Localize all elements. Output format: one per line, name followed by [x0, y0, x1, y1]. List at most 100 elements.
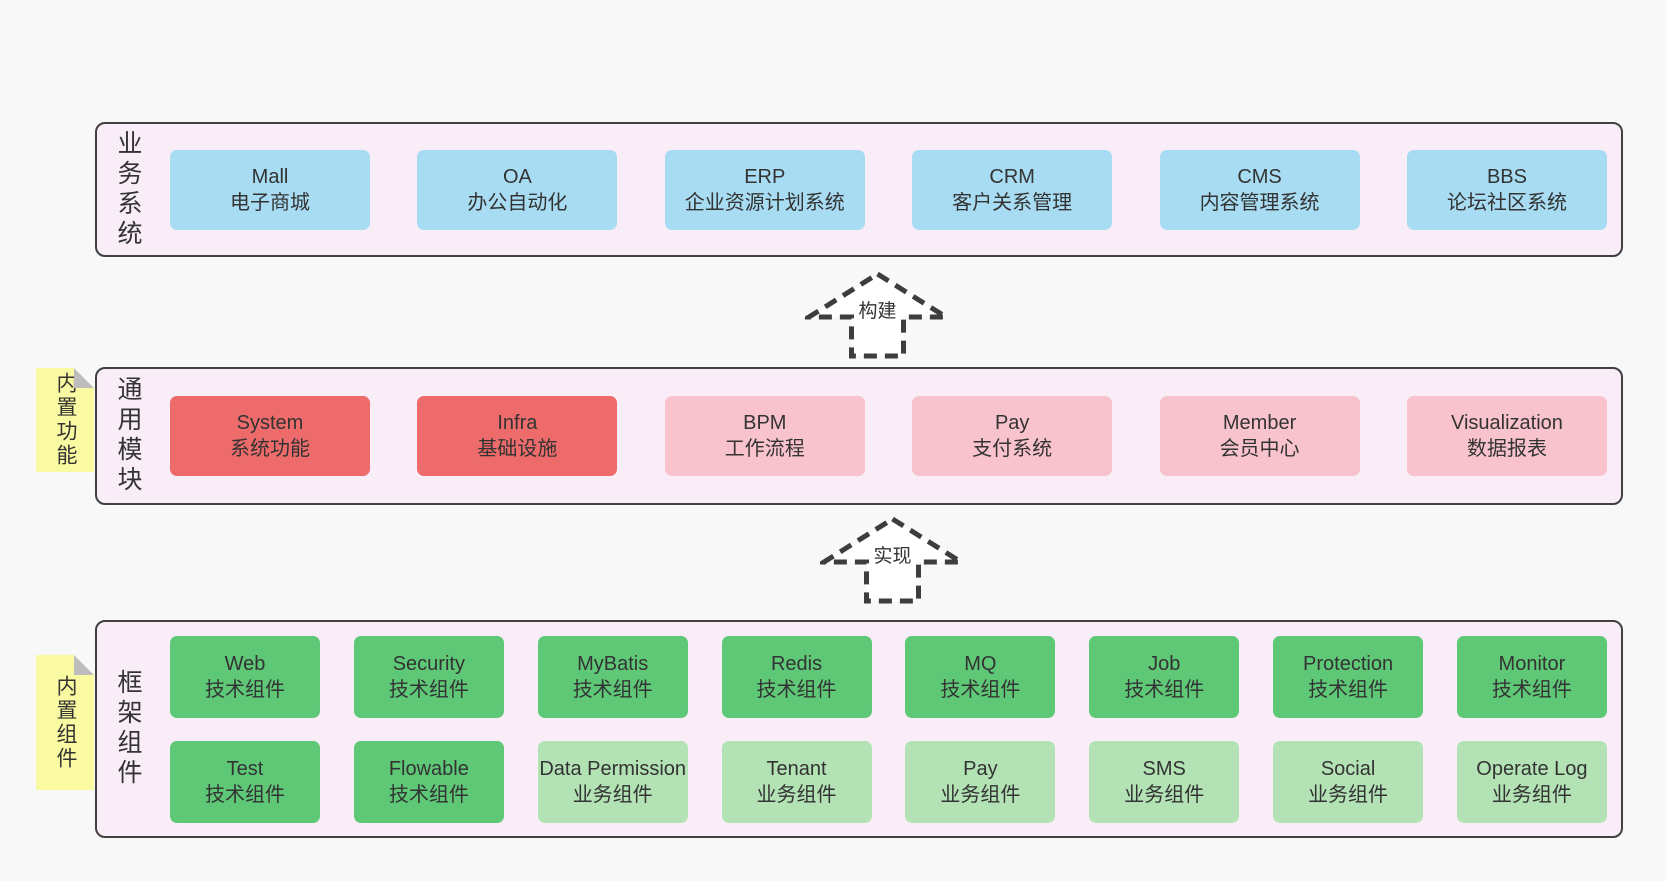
- box-name: Social: [1320, 757, 1376, 780]
- components-row-2: Test 技术组件 Flowable 技术组件 Data Permission …: [170, 740, 1607, 823]
- box-web: Web 技术组件: [170, 635, 320, 718]
- box-desc: 业务组件: [1491, 783, 1572, 806]
- sticky-note-built-in-components: 内置组件: [36, 655, 94, 790]
- folded-corner-icon: [74, 368, 94, 388]
- box-erp: ERP 企业资源计划系统: [664, 149, 865, 230]
- box-desc: 论坛社区系统: [1446, 191, 1567, 214]
- box-name: ERP: [744, 165, 786, 188]
- box-visualization: Visualization 数据报表: [1406, 396, 1607, 476]
- box-security: Security 技术组件: [353, 635, 504, 718]
- box-job: Job 技术组件: [1089, 635, 1240, 718]
- section-label-modules: 通用模块: [114, 376, 142, 496]
- box-desc: 技术组件: [205, 678, 285, 701]
- box-desc: 工作流程: [724, 438, 805, 460]
- box-bpm: BPM 工作流程: [664, 396, 865, 476]
- box-bbs: BBS 论坛社区系统: [1406, 149, 1607, 230]
- box-desc: 基础设施: [477, 438, 558, 460]
- box-infra: Infra 基础设施: [417, 396, 618, 476]
- box-name: Job: [1148, 652, 1181, 675]
- box-desc: 技术组件: [388, 678, 469, 701]
- box-flowable: Flowable 技术组件: [353, 740, 504, 823]
- box-desc: 技术组件: [1124, 678, 1205, 701]
- box-desc: 技术组件: [1491, 678, 1572, 701]
- section-label-components: 框架组件: [114, 669, 142, 789]
- arrow-build-label: 构建: [854, 296, 901, 323]
- box-member: Member 会员中心: [1159, 396, 1360, 476]
- box-desc: 业务组件: [756, 783, 837, 806]
- box-name: Monitor: [1498, 652, 1566, 675]
- sticky-note-built-in-features: 内置功能: [36, 368, 94, 472]
- box-name: System: [236, 412, 304, 434]
- box-desc: 业务组件: [1124, 783, 1205, 806]
- box-test: Test 技术组件: [170, 740, 320, 823]
- components-grid: Web 技术组件 Security 技术组件 MyBatis 技术组件 Redi…: [146, 622, 1621, 836]
- modules-row: System 系统功能 Infra 基础设施 BPM 工作流程 Pay 支付系统…: [146, 369, 1621, 503]
- box-oa: OA 办公自动化: [417, 149, 618, 230]
- box-name: Protection: [1303, 652, 1394, 675]
- box-desc: 企业资源计划系统: [684, 191, 845, 214]
- section-business-systems: 业务系统 Mall 电子商城 OA 办公自动化 ERP 企业资源计划系统 CRM…: [95, 122, 1623, 257]
- section-label-business: 业务系统: [114, 129, 142, 250]
- box-name: Data Permission: [539, 757, 687, 780]
- folded-corner-icon: [74, 655, 94, 675]
- box-desc: 数据报表: [1466, 438, 1547, 460]
- business-row: Mall 电子商城 OA 办公自动化 ERP 企业资源计划系统 CRM 客户关系…: [146, 124, 1621, 255]
- box-desc: 技术组件: [756, 678, 837, 701]
- box-operate-log: Operate Log 业务组件: [1456, 740, 1607, 823]
- box-social: Social 业务组件: [1273, 740, 1424, 823]
- box-name: Operate Log: [1476, 757, 1588, 780]
- box-name: Pay: [963, 757, 998, 780]
- box-name: CMS: [1237, 165, 1282, 188]
- box-name: SMS: [1142, 757, 1186, 780]
- box-data-permission: Data Permission 业务组件: [537, 740, 688, 823]
- box-crm: CRM 客户关系管理: [912, 149, 1113, 230]
- box-sms: SMS 业务组件: [1089, 740, 1240, 823]
- box-desc: 技术组件: [205, 783, 285, 806]
- section-framework-components: 框架组件 Web 技术组件 Security 技术组件 MyBatis 技术组件…: [95, 620, 1623, 838]
- box-desc: 技术组件: [572, 678, 653, 701]
- box-name: Pay: [994, 412, 1030, 434]
- box-desc: 会员中心: [1219, 438, 1300, 460]
- box-mq: MQ 技术组件: [905, 635, 1056, 718]
- box-pay-component: Pay 业务组件: [905, 740, 1056, 823]
- box-name: Visualization: [1450, 412, 1563, 434]
- box-desc: 技术组件: [388, 783, 469, 806]
- box-name: CRM: [989, 165, 1035, 188]
- components-row-1: Web 技术组件 Security 技术组件 MyBatis 技术组件 Redi…: [170, 635, 1607, 718]
- box-name: Flowable: [388, 757, 469, 780]
- box-desc: 业务组件: [1308, 783, 1389, 806]
- box-name: Security: [392, 652, 465, 675]
- box-redis: Redis 技术组件: [721, 635, 872, 718]
- box-mall: Mall 电子商城: [170, 149, 370, 230]
- box-desc: 客户关系管理: [952, 191, 1073, 214]
- section-common-modules: 通用模块 System 系统功能 Infra 基础设施 BPM 工作流程 Pay…: [95, 367, 1623, 505]
- box-name: Redis: [770, 652, 823, 675]
- box-desc: 办公自动化: [467, 191, 568, 214]
- box-monitor: Monitor 技术组件: [1456, 635, 1607, 718]
- box-desc: 系统功能: [230, 438, 310, 460]
- box-pay-module: Pay 支付系统: [912, 396, 1113, 476]
- box-mybatis: MyBatis 技术组件: [537, 635, 688, 718]
- box-desc: 技术组件: [940, 678, 1021, 701]
- box-name: OA: [502, 165, 532, 188]
- box-name: Test: [226, 757, 264, 780]
- sticky-note-text: 内置功能: [54, 372, 77, 468]
- box-name: Infra: [497, 412, 538, 434]
- box-desc: 电子商城: [230, 191, 310, 214]
- box-desc: 技术组件: [1308, 678, 1389, 701]
- box-desc: 内容管理系统: [1199, 191, 1320, 214]
- box-name: MQ: [964, 652, 997, 675]
- box-desc: 支付系统: [972, 438, 1053, 460]
- box-system: System 系统功能: [170, 396, 370, 476]
- arrow-implement-label: 实现: [869, 541, 916, 568]
- box-name: BPM: [743, 412, 787, 434]
- box-protection: Protection 技术组件: [1273, 635, 1424, 718]
- arrow-implement: 实现: [820, 515, 965, 605]
- sticky-note-text: 内置组件: [54, 674, 77, 771]
- box-name: Tenant: [766, 757, 827, 780]
- box-name: BBS: [1486, 165, 1527, 188]
- arrow-build: 构建: [805, 270, 950, 360]
- box-name: Mall: [251, 165, 289, 188]
- box-name: Member: [1222, 412, 1297, 434]
- box-tenant: Tenant 业务组件: [721, 740, 872, 823]
